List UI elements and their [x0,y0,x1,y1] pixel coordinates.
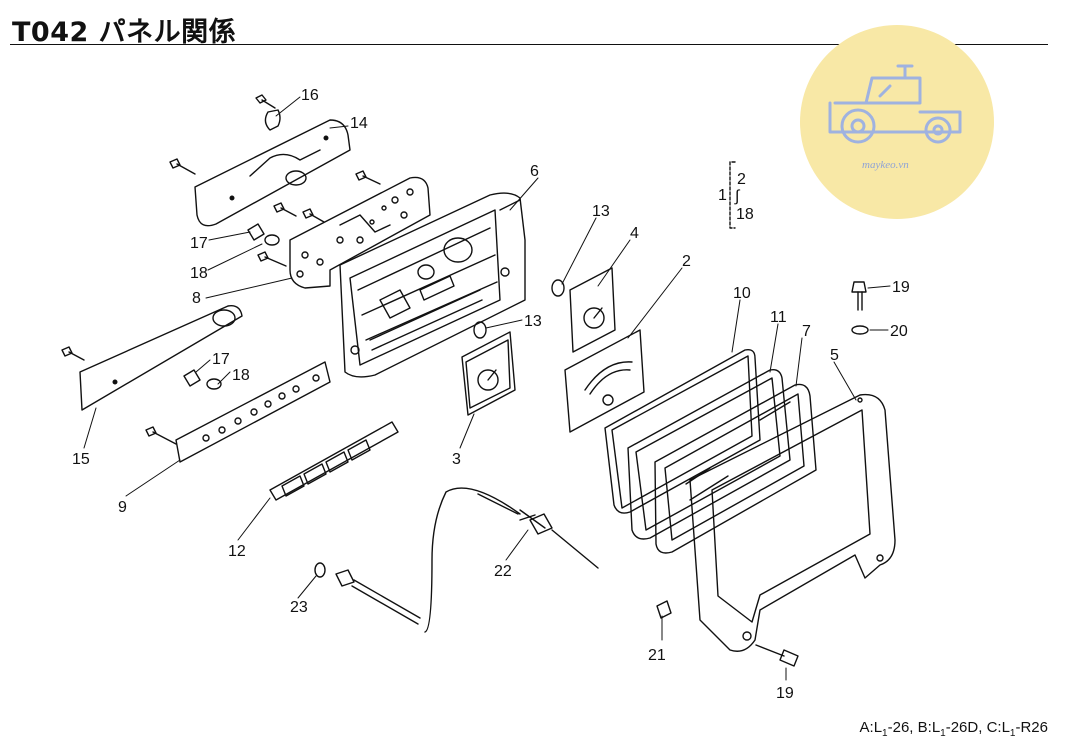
part-17-18-bulb-b [183,369,222,390]
range-legend-top: 2 [737,171,746,188]
part-7-glass [654,383,817,554]
part-8-circuit-plate [289,176,431,289]
part-5-outer-bezel [689,393,896,652]
part-4-gauge [569,267,616,353]
part-19-bolt-bottom [755,644,799,667]
callout-13-top: 13 [592,203,610,220]
part-6-main-housing [339,192,526,378]
callout-8: 8 [192,290,201,307]
watermark-text: maykeo.vn [862,159,909,171]
part-19-bolt-top [851,281,867,311]
callout-15: 15 [72,451,90,468]
callout-11: 11 [770,309,787,326]
part-2-tachometer [564,329,645,433]
page-title: T042 パネル関係 [12,17,237,48]
callout-9: 9 [118,499,127,516]
callout-6: 6 [530,163,539,180]
callout-10: 10 [733,285,751,302]
callout-4: 4 [630,225,639,242]
callout-16: 16 [301,87,319,104]
watermark-logo: maykeo.vn [800,25,994,219]
range-legend [729,161,736,229]
part-14-screw [169,158,196,175]
callout-19-bottom: 19 [776,685,794,702]
callout-20: 20 [890,323,908,340]
callout-13-mid: 13 [524,313,542,330]
callout-12: 12 [228,543,246,560]
callout-17-top: 17 [190,235,208,252]
callout-23: 23 [290,599,308,616]
callout-18-mid: 18 [232,367,250,384]
part-14-top-plate [194,119,351,227]
part-20-washer [851,325,869,335]
callout-2: 2 [682,253,691,270]
applicability-note: A:L1-26, B:L1-26D, C:L1-R26 [859,719,1048,739]
range-legend-left: 1 [718,187,727,204]
callout-labels: 16 14 6 13 4 2 10 11 7 5 17 18 8 13 17 1… [72,87,910,702]
part-9-switch-plate [145,361,331,463]
callout-7: 7 [802,323,811,340]
callout-5: 5 [830,347,839,364]
part-11-frame [627,368,791,540]
part-8-screws [257,170,381,267]
part-15-plate [61,305,243,411]
part-22-cable [424,487,599,633]
part-17-18-bulb-socket [247,223,280,246]
callout-18-top: 18 [190,265,208,282]
leader-lines [83,96,891,681]
title-rule [10,44,1048,45]
range-legend-bottom: 18 [736,206,754,223]
range-legend-middle: ∫ [734,188,741,205]
callout-14: 14 [350,115,368,132]
callout-21: 21 [648,647,666,664]
callout-3: 3 [452,451,461,468]
part-16-clip [255,94,281,131]
callout-19-top: 19 [892,279,910,296]
part-10-gasket [604,348,761,514]
part-13-rings [473,279,565,339]
part-3-gauge [461,331,516,416]
part-23-cable-end [314,562,421,625]
callout-17-mid: 17 [212,351,230,368]
part-21-nut [656,600,672,619]
callout-22: 22 [494,563,512,580]
part-12-indicator-strip [269,421,399,501]
